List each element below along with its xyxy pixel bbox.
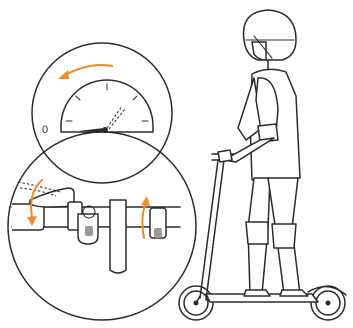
speedometer-accent-arrow-icon <box>65 65 112 75</box>
steering-column <box>200 160 224 300</box>
rider-shoe-back <box>244 290 270 296</box>
speedometer-arrow-head-icon <box>58 70 69 79</box>
throttle-arrow-head-icon <box>141 196 150 206</box>
rider-hand <box>218 150 232 162</box>
rider-shoe-front <box>280 290 308 296</box>
speedometer-ticks <box>66 84 148 132</box>
helmet-icon <box>244 10 297 60</box>
speedometer-previous-needle <box>107 106 122 128</box>
throttle-thumb-icon <box>154 228 162 238</box>
rider-knee-pad-front <box>272 224 296 248</box>
speedometer-callout: 0 <box>32 43 172 183</box>
speedometer-zero-label: 0 <box>42 124 48 136</box>
control-button-icon <box>85 226 93 236</box>
rider <box>218 10 308 296</box>
rider-knee-pad-back <box>246 222 268 244</box>
handlebar-callout <box>8 132 196 320</box>
handlebar-stem <box>110 200 126 273</box>
